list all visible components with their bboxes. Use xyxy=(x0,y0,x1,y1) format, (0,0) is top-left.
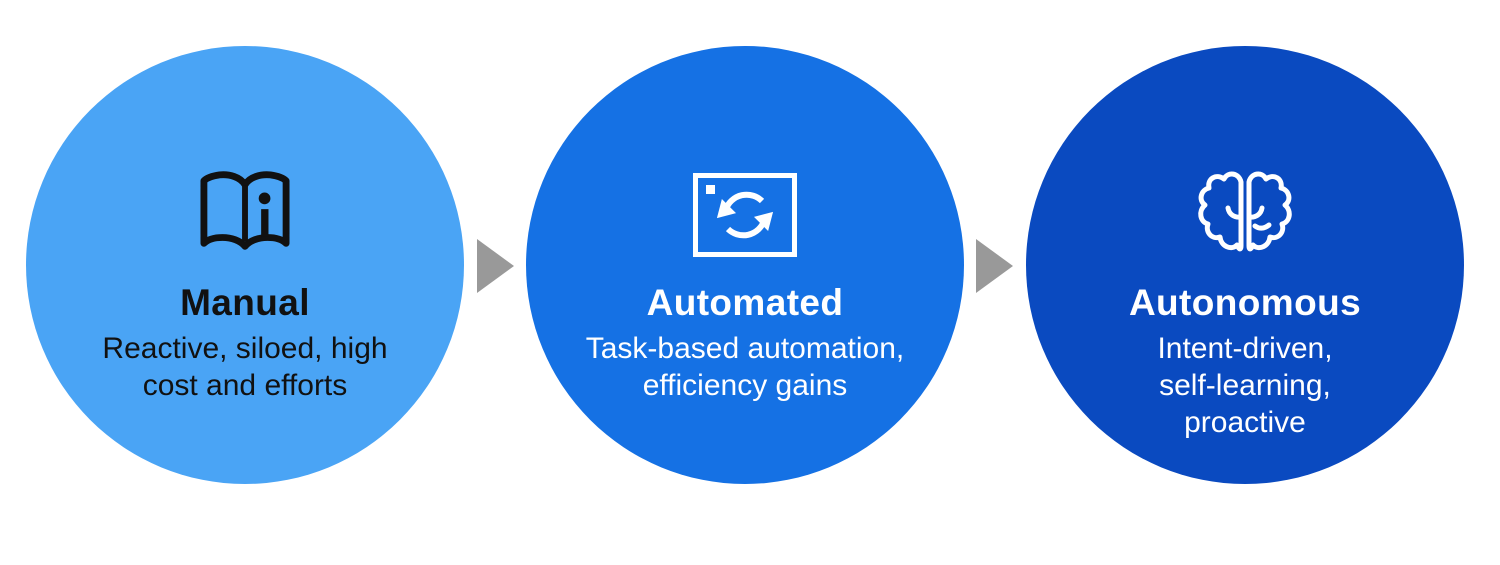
stage-circle-automated: Automated Task-based automation, efficie… xyxy=(526,46,964,484)
subtitle-line: Task-based automation, xyxy=(585,331,905,365)
subtitle-line: Intent-driven, xyxy=(1157,331,1333,365)
stage-circle-manual: Manual Reactive, siloed, high cost and e… xyxy=(26,46,464,484)
stage-title: Automated xyxy=(646,282,844,323)
subtitle-line: efficiency gains xyxy=(642,368,848,402)
flow-arrow-right-icon xyxy=(976,239,1013,293)
book-info-icon xyxy=(196,168,294,262)
stage-circle-autonomous: Autonomous Intent-driven, self-learning,… xyxy=(1026,46,1464,484)
brain-icon xyxy=(1195,168,1295,262)
stage-title: Autonomous xyxy=(1128,282,1362,323)
subtitle-line: self-learning, xyxy=(1159,368,1331,402)
stage-subtitle: Reactive, siloed, high cost and efforts xyxy=(102,330,387,404)
stage-subtitle: Intent-driven, self-learning, proactive xyxy=(1157,330,1332,442)
sync-screen-icon xyxy=(693,168,797,262)
stage-title: Manual xyxy=(180,282,310,323)
subtitle-line: proactive xyxy=(1184,405,1306,439)
subtitle-line: Reactive, siloed, high xyxy=(102,331,388,365)
flow-arrow-right-icon xyxy=(477,239,514,293)
subtitle-line: cost and efforts xyxy=(142,368,348,402)
stage-subtitle: Task-based automation, efficiency gains xyxy=(586,330,905,404)
